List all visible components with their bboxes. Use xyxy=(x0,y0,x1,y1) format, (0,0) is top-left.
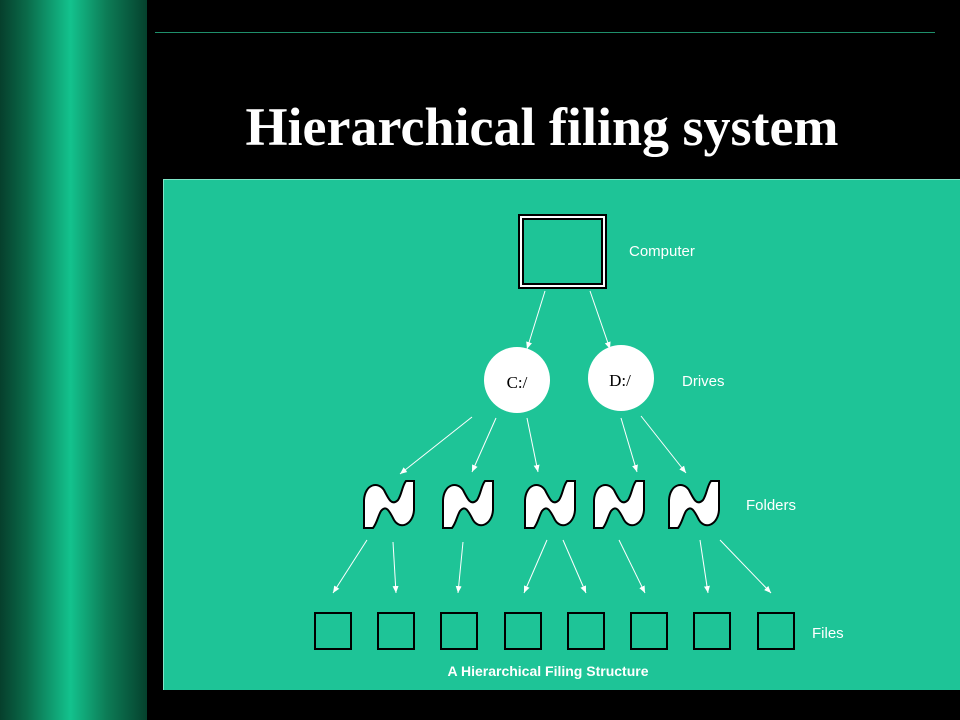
file-icon xyxy=(630,612,668,650)
folders-group xyxy=(363,480,720,529)
drive-c-label: C:/ xyxy=(507,373,528,392)
file-icon xyxy=(693,612,731,650)
diagram-caption: A Hierarchical Filing Structure xyxy=(448,663,649,679)
folder-icon xyxy=(668,480,720,529)
computer-node xyxy=(518,214,607,289)
folder-icon xyxy=(442,480,494,529)
file-icon xyxy=(440,612,478,650)
drive-node-c: C:/ xyxy=(484,347,550,413)
folder-file-arrows xyxy=(332,539,772,594)
file-icon xyxy=(504,612,542,650)
file-icon xyxy=(314,612,352,650)
folders-label: Folders xyxy=(746,497,796,514)
folder-icon xyxy=(363,480,415,529)
folder-icon xyxy=(593,480,645,529)
file-icon xyxy=(567,612,605,650)
folder-icon xyxy=(524,480,576,529)
files-label: Files xyxy=(812,625,844,642)
file-icon xyxy=(377,612,415,650)
drive-node-d: D:/ xyxy=(588,345,654,411)
computer-label: Computer xyxy=(629,243,695,260)
sidebar-gradient xyxy=(0,0,147,720)
computer-drive-arrows xyxy=(526,290,611,350)
drive-d-label: D:/ xyxy=(609,371,631,390)
slide-title: Hierarchical filing system xyxy=(245,97,839,157)
file-icon xyxy=(757,612,795,650)
top-divider xyxy=(155,32,935,33)
drives-label: Drives xyxy=(682,373,725,390)
files-group xyxy=(314,612,795,650)
drive-folder-arrows xyxy=(399,415,687,475)
